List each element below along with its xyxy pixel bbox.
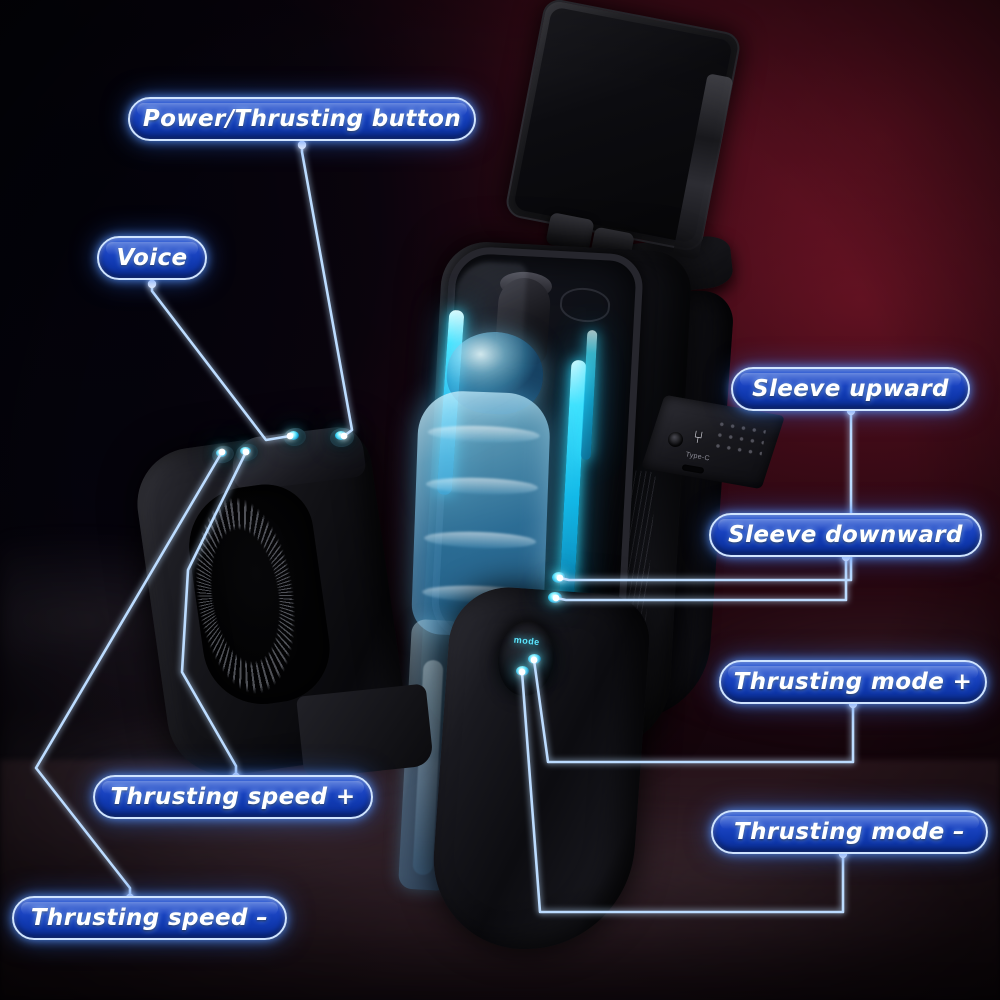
callout-label-sleeve-downward[interactable]: Sleeve downward	[709, 513, 982, 557]
callout-label-thrusting-mode-plus[interactable]: Thrusting mode +	[719, 660, 987, 704]
callout-label-sleeve-upward[interactable]: Sleeve upward	[731, 367, 970, 411]
callout-label-power-thrusting-button[interactable]: Power/Thrusting button	[128, 97, 476, 141]
callout-label-thrusting-mode-minus[interactable]: Thrusting mode –	[711, 810, 988, 854]
callout-label-thrusting-speed-minus[interactable]: Thrusting speed –	[12, 896, 287, 940]
callout-label-thrusting-speed-plus[interactable]: Thrusting speed +	[93, 775, 373, 819]
callout-label-voice[interactable]: Voice	[97, 236, 207, 280]
